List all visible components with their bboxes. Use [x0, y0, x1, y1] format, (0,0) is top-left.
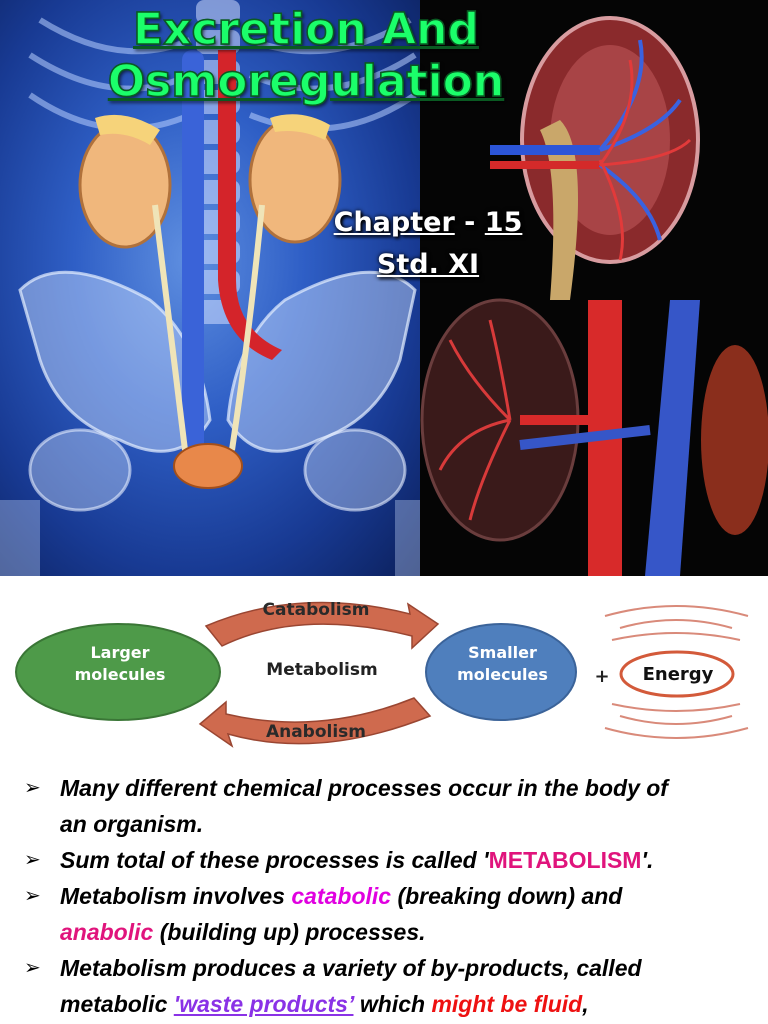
metabolism-highlight: METABOLISM	[488, 847, 642, 873]
anatomy-illustration	[0, 0, 768, 576]
bullet-1-line-2: an organism.	[60, 811, 204, 837]
arrow-bullet-icon: ➢	[24, 885, 41, 907]
larger-molecules-ellipse	[15, 623, 221, 721]
waste-products-highlight: 'waste products’	[173, 991, 354, 1017]
energy-label: Energy	[642, 664, 714, 685]
bullet-item: ➢ Metabolism produces a variety of by-pr…	[18, 950, 758, 986]
metabolism-label: Metabolism	[266, 660, 378, 680]
pelvis-graphic	[0, 270, 420, 576]
bullet-item: ➢ Many different chemical processes occu…	[18, 770, 758, 806]
kidney-cross-section-graphic	[490, 16, 700, 300]
might-be-fluid-highlight: might be fluid	[431, 991, 583, 1017]
energy-waves	[604, 605, 749, 739]
bladder-graphic	[173, 443, 243, 489]
bullet-1-line-1: Many different chemical processes occur …	[60, 775, 668, 801]
energy-ellipse	[619, 650, 735, 698]
diagram-shapes	[15, 601, 749, 748]
bullet-continuation: metabolic 'waste products’ which might b…	[18, 986, 758, 1022]
bullet-continuation: anabolic (building up) processes.	[18, 914, 758, 950]
metabolism-diagram: Larger molecules Smaller molecules Metab…	[0, 590, 768, 760]
chapter-label: Chapter - 15 Std. XI	[318, 202, 538, 286]
vena-cava-graphic	[182, 50, 204, 470]
anabolic-highlight: anabolic	[60, 919, 154, 945]
bullet-4-middle: which	[353, 991, 432, 1017]
title-line-2: Osmoregulation	[107, 55, 505, 108]
smaller-molecules-ellipse	[425, 623, 577, 721]
hero-image: Excretion And Osmoregulation Chapter - 1…	[0, 0, 768, 576]
catabolic-highlight: catabolic	[291, 883, 392, 909]
larger-molecules-line-2: molecules	[74, 665, 166, 684]
bullet-2-suffix: '.	[641, 847, 654, 873]
anabolism-arrow	[198, 697, 432, 748]
kidney-vascular-graphic	[420, 298, 768, 576]
bullet-item: ➢ Sum total of these processes is called…	[18, 842, 758, 878]
ureters-graphic	[152, 204, 265, 451]
catabolism-arrow	[204, 601, 440, 650]
chapter-word: Chapter	[333, 207, 455, 238]
smaller-molecules-line-1: Smaller	[468, 643, 537, 662]
arrow-bullet-icon: ➢	[24, 777, 41, 799]
bullet-3-prefix: Metabolism involves	[60, 883, 292, 909]
bullet-4-suffix: ,	[582, 991, 589, 1017]
arrow-bullet-icon: ➢	[24, 849, 41, 871]
chapter-dash: -	[454, 207, 485, 238]
smaller-molecules-label: Smaller molecules	[430, 642, 575, 686]
chapter-line: Chapter - 15	[318, 202, 538, 244]
larger-molecules-label: Larger molecules	[20, 642, 220, 686]
bullet-3-middle: (breaking down) and	[391, 883, 623, 909]
kidneys-graphic	[78, 114, 342, 249]
title-line-1: Excretion And	[132, 3, 479, 56]
bullet-item: ➢ Metabolism involves catabolic (breakin…	[18, 878, 758, 914]
aorta-graphic	[218, 50, 282, 360]
catabolism-label: Catabolism	[262, 600, 370, 620]
bullet-list: ➢ Many different chemical processes occu…	[18, 770, 758, 1022]
smaller-molecules-line-2: molecules	[457, 665, 548, 684]
bullet-4-line-1: Metabolism produces a variety of by-prod…	[60, 955, 642, 981]
anabolism-label: Anabolism	[265, 722, 367, 742]
bullet-4-prefix: metabolic	[60, 991, 174, 1017]
bullet-3-suffix: (building up) processes.	[153, 919, 426, 945]
bullet-2-prefix: Sum total of these processes is called '	[60, 847, 489, 873]
arrow-bullet-icon: ➢	[24, 957, 41, 979]
chapter-number: 15	[484, 207, 523, 238]
standard-label: Std. XI	[376, 249, 480, 280]
bullet-continuation: an organism.	[18, 806, 758, 842]
slide-title: Excretion And Osmoregulation	[96, 3, 516, 108]
larger-molecules-line-1: Larger	[90, 643, 150, 662]
plus-sign: +	[594, 666, 610, 687]
